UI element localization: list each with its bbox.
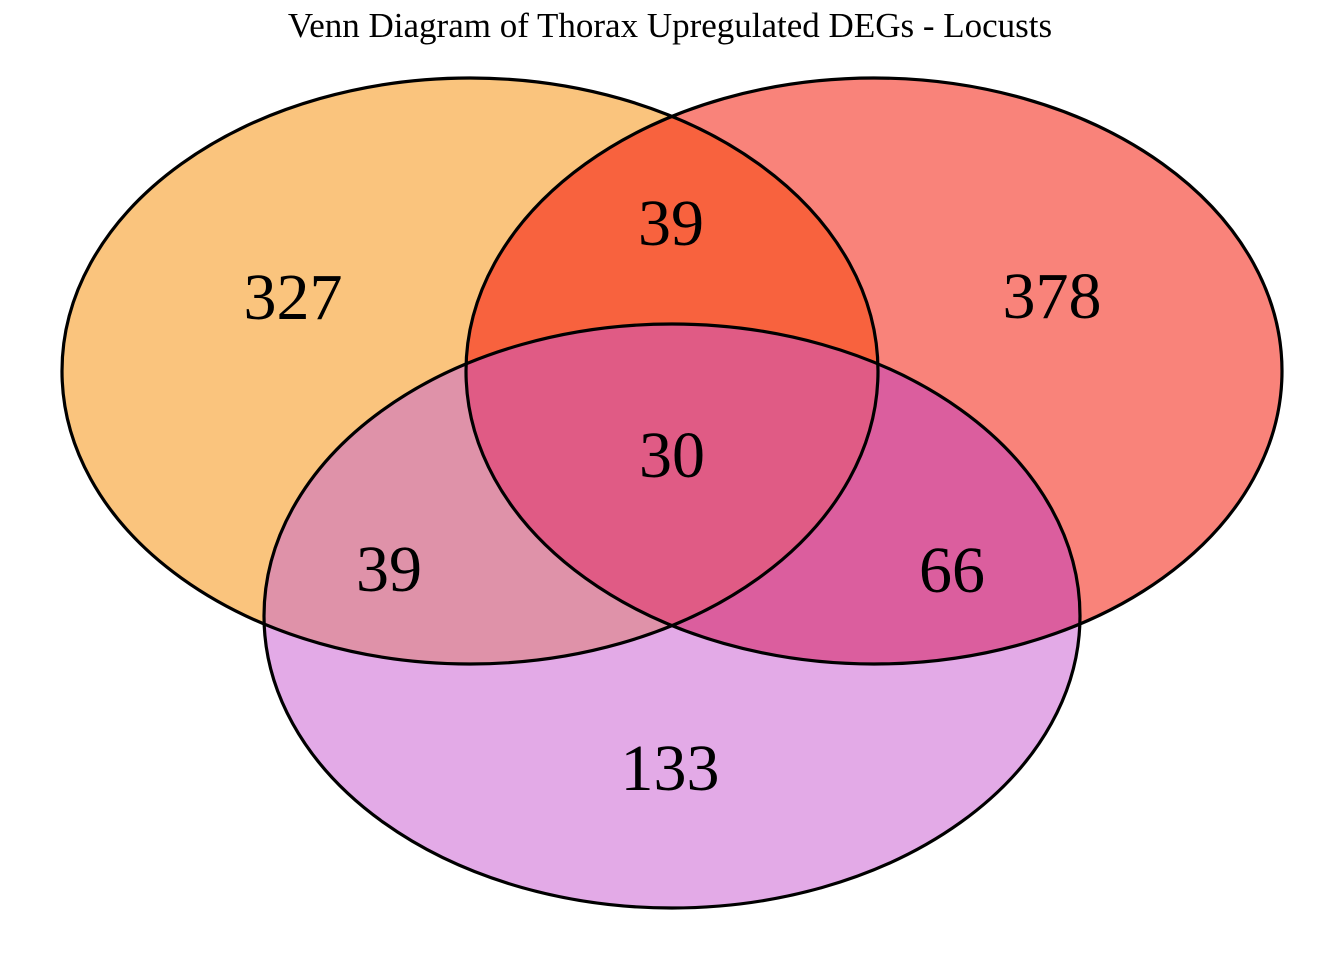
chart-title: Venn Diagram of Thorax Upregulated DEGs … [288, 6, 1052, 45]
count-set-b-only: 378 [1003, 260, 1102, 333]
count-set-c-only: 133 [621, 732, 720, 805]
venn-outline-set-b [464, 76, 1284, 666]
count-bc: 66 [919, 534, 985, 607]
count-abc: 30 [639, 419, 705, 492]
count-ab: 39 [638, 187, 704, 260]
venn-outline-set-a [60, 76, 880, 666]
venn-outline-set-c [262, 322, 1082, 910]
count-set-a-only: 327 [244, 261, 343, 334]
count-ac: 39 [356, 533, 422, 606]
